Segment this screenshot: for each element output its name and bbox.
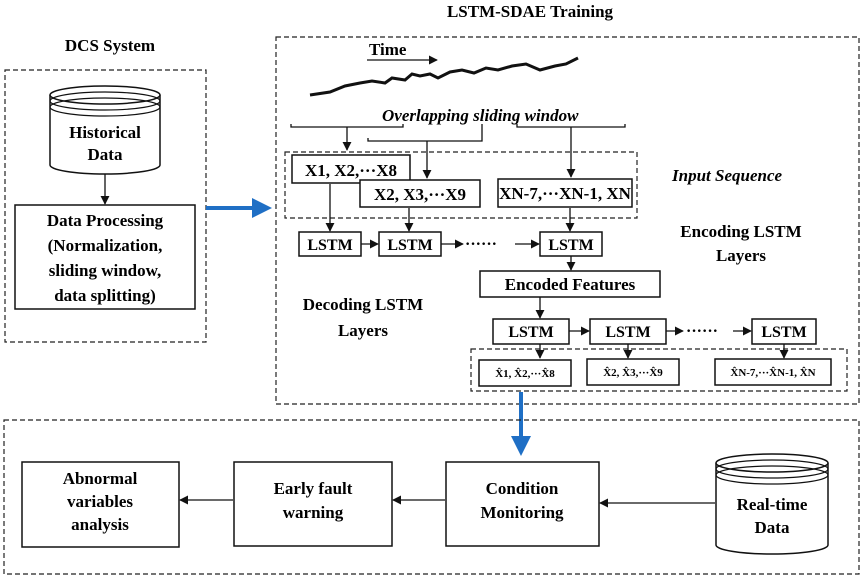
- decoder-lstm-2-label: LSTM: [605, 324, 650, 341]
- condition-line1: Condition: [486, 479, 559, 498]
- decoder-lstm-3: LSTM: [751, 318, 817, 345]
- encoder-lstm-3-label: LSTM: [548, 237, 593, 254]
- output-window-1: X̂1, X̂2,···X̂8: [478, 359, 572, 387]
- warning-line1: Early fault: [274, 479, 353, 498]
- historical-data-database: Historical Data: [49, 85, 161, 175]
- sliding-window-label: Overlapping sliding window: [382, 106, 579, 125]
- encoded-features-label: Encoded Features: [505, 275, 636, 294]
- data-processing-box: Data Processing (Normalization, sliding …: [14, 204, 196, 310]
- warning-line2: warning: [283, 503, 344, 522]
- input-window-2-text: X2, X3,···X9: [374, 185, 466, 204]
- abnormal-line3: analysis: [71, 515, 129, 534]
- encoding-layers-line1: Encoding LSTM: [680, 222, 801, 241]
- output-window-1-text: X̂1, X̂2,···X̂8: [495, 367, 555, 380]
- window-bracket-2: [367, 124, 483, 179]
- abnormal-line1: Abnormal: [63, 469, 138, 488]
- input-window-1-text: X1, X2,···X8: [305, 161, 397, 180]
- input-sequence-label: Input Sequence: [671, 166, 782, 185]
- processing-line1: Data Processing: [47, 211, 164, 230]
- encoder-lstm-1-label: LSTM: [307, 237, 352, 254]
- decoder-lstm-2: LSTM: [589, 318, 667, 345]
- condition-line2: Monitoring: [480, 503, 564, 522]
- decoder-lstm-1: LSTM: [492, 318, 570, 345]
- input-window-3: XN-7,···XN-1, XN: [497, 178, 633, 208]
- encoder-lstm-1: LSTM: [298, 231, 362, 257]
- output-window-3-text: X̂N-7,···X̂N-1, X̂N: [730, 366, 815, 379]
- reconstructed-output-group: [470, 348, 848, 392]
- input-window-3-text: XN-7,···XN-1, XN: [499, 184, 631, 203]
- dcs-system-title: DCS System: [65, 36, 155, 55]
- output-window-3: X̂N-7,···X̂N-1, X̂N: [714, 358, 832, 386]
- output-window-2-text: X̂2, X̂3,···X̂9: [603, 366, 663, 379]
- condition-monitoring-box: Condition Monitoring: [445, 461, 600, 547]
- window-bracket-3: [516, 124, 626, 178]
- window-bracket-1: [290, 124, 404, 151]
- realtime-line1: Real-time: [737, 495, 808, 514]
- encoder-lstm-2-label: LSTM: [387, 237, 432, 254]
- early-fault-warning-box: Early fault warning: [233, 461, 393, 547]
- training-panel: [275, 36, 860, 405]
- encoder-dots: ······: [465, 236, 497, 253]
- realtime-line2: Data: [755, 518, 790, 537]
- decoding-layers-line1: Decoding LSTM: [303, 295, 423, 314]
- input-sequence-group: [284, 151, 638, 219]
- time-series-line: [309, 56, 579, 97]
- decoder-dots: ······: [686, 323, 718, 340]
- monitoring-panel: [3, 419, 860, 575]
- processing-line4: data splitting): [54, 286, 156, 305]
- decoding-layers-line2: Layers: [338, 321, 388, 340]
- historical-data-line2: Data: [88, 145, 123, 164]
- encoder-lstm-2: LSTM: [378, 231, 442, 257]
- processing-line2: (Normalization,: [48, 236, 163, 255]
- encoder-lstm-3: LSTM: [539, 231, 603, 257]
- decoder-lstm-3-label: LSTM: [761, 324, 806, 341]
- output-window-2: X̂2, X̂3,···X̂9: [586, 358, 680, 386]
- historical-data-line1: Historical: [69, 123, 141, 142]
- encoded-features-box: Encoded Features: [479, 270, 661, 298]
- processing-line3: sliding window,: [49, 261, 161, 280]
- input-window-2: X2, X3,···X9: [359, 179, 481, 208]
- abnormal-variables-box: Abnormal variables analysis: [21, 461, 180, 548]
- input-window-1: X1, X2,···X8: [291, 154, 411, 184]
- encoding-layers-line2: Layers: [716, 246, 766, 265]
- abnormal-line2: variables: [67, 492, 133, 511]
- training-title: LSTM-SDAE Training: [447, 2, 614, 21]
- real-time-data-database: Real-time Data: [715, 453, 829, 555]
- time-label: Time: [369, 40, 407, 59]
- decoder-lstm-1-label: LSTM: [508, 324, 553, 341]
